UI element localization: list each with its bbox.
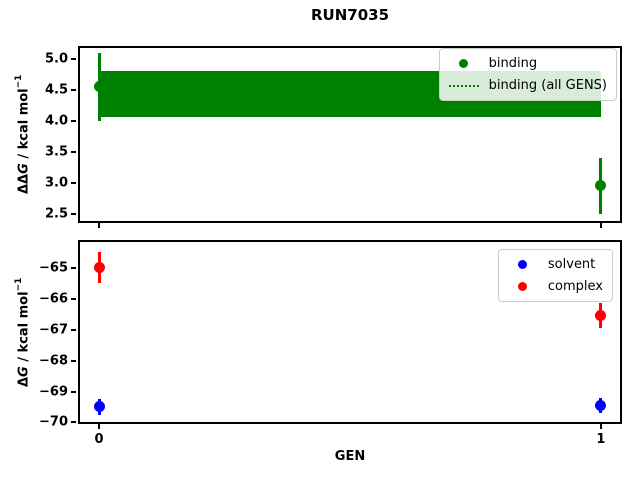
axes-0: binding binding (all GENS) 2.5 3.0 3.5 4.0 4…: [45, 46, 622, 228]
ylabel-exponent: −1: [14, 277, 24, 292]
binding-dot-icon: [447, 59, 481, 68]
ylabel-prefix: ΔΔ: [16, 173, 32, 194]
y-tick-mark: [71, 181, 76, 184]
ylabel-prefix: Δ: [16, 376, 32, 387]
x-tick-mark: [98, 424, 101, 429]
legend-label: binding: [488, 56, 538, 71]
y-tick-label: 3.5: [44, 144, 68, 160]
y-tick-mark: [71, 88, 76, 91]
y-axis-label-dg: ΔG / kcal mol−1: [14, 237, 31, 427]
figure-title: RUN7035: [310, 6, 390, 24]
data-point-binding: [595, 180, 607, 192]
y-tick-label: 2.5: [44, 206, 68, 222]
y-tick-label: 4.0: [44, 113, 68, 129]
data-point-solvent: [93, 401, 105, 413]
y-tick-label: 5.0: [44, 51, 68, 67]
ylabel-exponent: −1: [14, 74, 24, 89]
legend-legs: solvent complex: [497, 249, 613, 302]
y-tick-mark: [71, 297, 76, 300]
legend-item-solvent: solvent: [506, 254, 603, 275]
data-point-complex: [595, 310, 607, 322]
legend-label: solvent: [547, 257, 596, 272]
legend-binding: binding binding (all GENS): [438, 48, 617, 101]
y-tick-label: −69: [39, 384, 68, 400]
y-tick-label: −67: [39, 322, 68, 338]
y-tick-mark: [71, 119, 76, 122]
legend-item-binding-all-gens: binding (all GENS): [447, 75, 607, 96]
data-point-complex: [93, 262, 105, 274]
y-axis-label-ddg: ΔΔG / kcal mol−1: [14, 39, 31, 229]
legend-label: binding (all GENS): [488, 78, 607, 93]
y-tick-mark: [71, 390, 76, 393]
data-point-solvent: [595, 399, 607, 411]
ylabel-unit: / kcal mol: [16, 291, 32, 366]
y-tick-label: −68: [39, 353, 68, 369]
axes-1: solvent complex −65 −66 −67 −68 −69 −70 0 1: [39, 240, 622, 447]
x-tick-mark: [599, 223, 602, 228]
x-tick-mark: [98, 223, 101, 228]
data-point-binding: [93, 81, 105, 93]
y-tick-label: 3.0: [44, 175, 68, 191]
y-tick-label: −65: [39, 260, 68, 276]
y-tick-mark: [71, 266, 76, 269]
legend-label: complex: [547, 279, 603, 294]
legend-item-binding: binding: [447, 53, 607, 74]
dotted-line-icon: [447, 84, 481, 87]
legend-item-complex: complex: [506, 276, 603, 297]
y-tick-label: −66: [39, 291, 68, 307]
x-tick-label: 1: [596, 432, 606, 447]
y-tick-label: 4.5: [44, 82, 68, 98]
x-axis-label: GEN: [334, 449, 366, 464]
y-tick-mark: [71, 150, 76, 153]
y-tick-mark: [71, 421, 76, 424]
solvent-dot-icon: [506, 260, 540, 269]
y-tick-mark: [71, 57, 76, 60]
ylabel-variable: G: [16, 162, 32, 174]
ylabel-unit: / kcal mol: [16, 88, 32, 163]
ylabel-variable: G: [16, 365, 32, 377]
y-tick-mark: [71, 359, 76, 362]
y-tick-mark: [71, 328, 76, 331]
x-tick-label: 0: [94, 432, 104, 447]
x-tick-mark: [599, 424, 602, 429]
y-tick-mark: [71, 212, 76, 215]
complex-dot-icon: [506, 282, 540, 291]
y-tick-label: −70: [39, 414, 68, 430]
